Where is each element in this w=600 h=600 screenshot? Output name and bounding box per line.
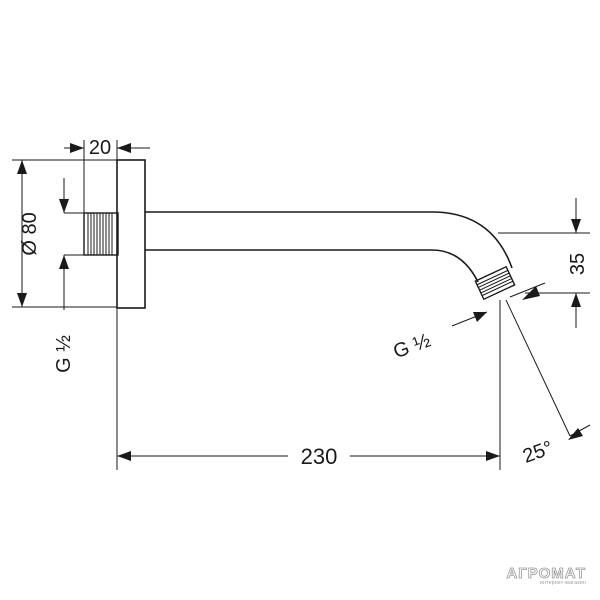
dimension-flange-diameter: Ø 80: [12, 159, 117, 308]
projection-length-label: 230: [301, 444, 338, 469]
shower-arm: [145, 211, 513, 283]
flange-diameter-label: Ø 80: [19, 212, 41, 255]
outlet-thread-label: G ½: [390, 329, 433, 363]
dimension-projection-length: 230: [116, 300, 501, 470]
flange-thickness-label: 20: [89, 137, 111, 159]
drop-height-label: 35: [567, 253, 589, 275]
dimension-outlet-angle: 25°: [505, 299, 591, 468]
inlet-thread-nipple: [83, 212, 119, 256]
dimension-flange-thickness: 20: [64, 137, 150, 213]
dimension-drop-height: 35: [498, 198, 590, 328]
dimension-outlet-thread: G ½: [390, 282, 546, 363]
watermark-logo: АГРОМАТ интернет-магазин: [506, 565, 586, 586]
dimension-inlet-thread: G ½: [53, 178, 84, 373]
outlet-angle-label: 25°: [520, 437, 556, 468]
outlet-thread: [474, 265, 516, 301]
watermark-tagline: интернет-магазин: [540, 580, 586, 586]
inlet-thread-label: G ½: [53, 335, 75, 373]
watermark-brand: АГРОМАТ: [506, 565, 586, 583]
wall-flange: [116, 159, 146, 309]
